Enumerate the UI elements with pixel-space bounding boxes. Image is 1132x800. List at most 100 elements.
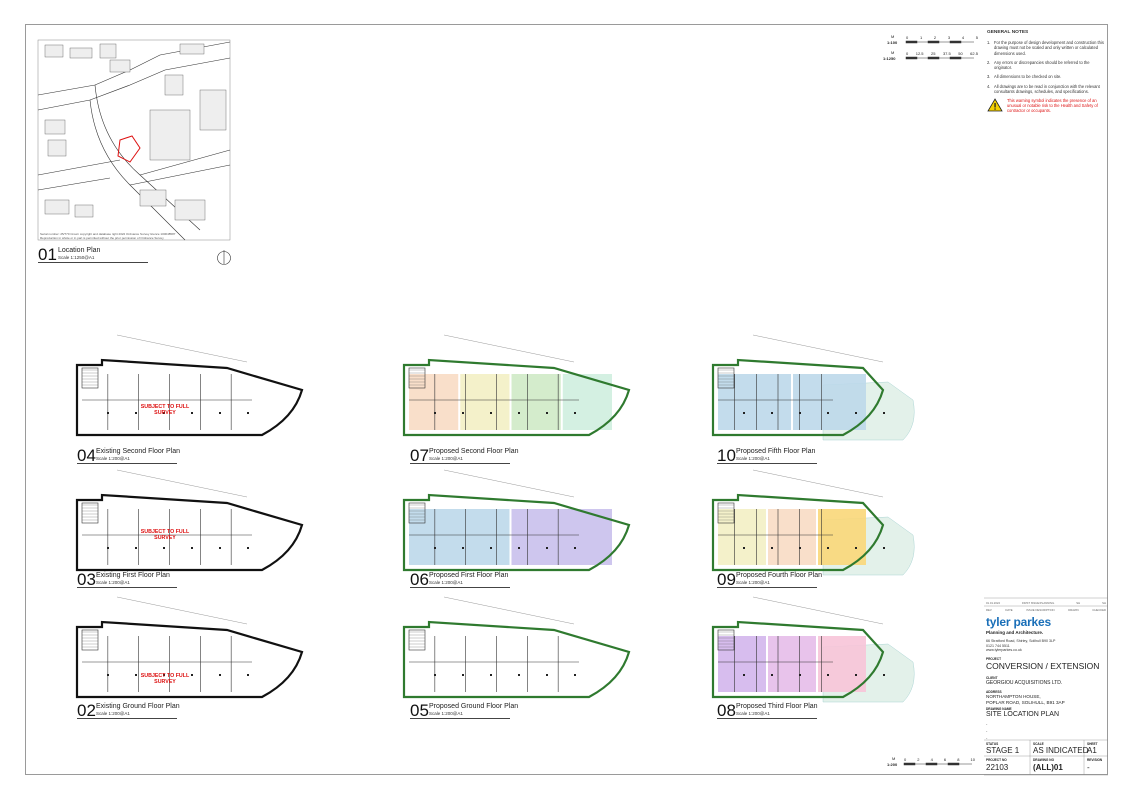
floor-plan-09 — [711, 469, 915, 576]
note-key: 1. — [987, 40, 991, 46]
rev-header: DATE — [1005, 608, 1013, 612]
plan-title-04: Existing Second Floor Plan — [96, 448, 181, 455]
tick: 1 — [919, 35, 923, 40]
floor-plan-05 — [402, 596, 631, 699]
plan-underline — [410, 463, 510, 464]
company-phone: 0121 744 5511 — [986, 643, 1010, 648]
tick: 0 — [906, 51, 909, 56]
plan-number-02: 02 — [77, 701, 96, 720]
sheet-label: SHEET — [1087, 742, 1098, 746]
tick: 8 — [957, 757, 960, 762]
plan-number-03: 03 — [77, 570, 96, 589]
general-notes: GENERAL NOTES 1.For the purpose of desig… — [987, 30, 1105, 114]
unit-zone — [793, 374, 866, 430]
address-label: ADDRESS — [986, 690, 1002, 694]
note-key: 2. — [987, 59, 991, 65]
note-key: 3. — [987, 74, 991, 80]
note-text: All drawings are to be read in conjuncti… — [994, 83, 1100, 94]
site-address-line: POPLAR ROAD, SOLIHULL, B91 3AP — [986, 699, 1065, 705]
plan-title-05: Proposed Ground Floor Plan — [429, 703, 519, 710]
company-tagline: Planning and Architecture. — [986, 630, 1044, 635]
map-copyright-2: Reproduction in whole or in part is perm… — [40, 236, 164, 240]
tick: 5 — [975, 35, 978, 40]
company-address-line: 66 Stratford Road, Shirley, Solihull B90… — [986, 639, 1056, 643]
unit-zone — [511, 374, 561, 430]
dash: - — [986, 728, 988, 734]
site-address: NORTHAMPTON HOUSE, POPLAR ROAD, SOLIHULL… — [986, 694, 1065, 705]
scale-label: SCALE — [1033, 742, 1044, 746]
plan-number-01: 01 — [38, 245, 57, 264]
note-text: All dimensions to be checked on site. — [994, 74, 1062, 80]
plan-number-07: 07 — [410, 446, 429, 465]
dash: - — [986, 735, 988, 741]
drawing-name: SITE LOCATION PLAN — [986, 711, 1059, 718]
unit-zone — [718, 374, 791, 430]
floor-plan-03 — [75, 469, 304, 572]
unit-zone — [511, 509, 612, 565]
company-web: www.tylerparkes.co.uk — [986, 648, 1022, 653]
rev-cell: FIRST ISSUE/PLANNING — [1021, 601, 1055, 605]
project-no: 22103 — [986, 763, 1009, 772]
plan-scale-05: Scale 1:200@A1 — [429, 711, 463, 716]
tick: 2 — [933, 35, 937, 40]
tick: 2 — [917, 757, 920, 762]
survey-note: SUBJECT TO FULL SURVEY — [140, 673, 190, 685]
revision-headers: REV DATE ISSUE DESCRIPTION DRAWN CHECKED — [986, 608, 1106, 612]
unit-zone — [409, 374, 459, 430]
plan-number-05: 05 — [410, 701, 429, 720]
plan-scale-07: Scale 1:200@A1 — [429, 456, 463, 461]
tick: 62.5 — [970, 51, 978, 56]
company-address: 66 Stratford Road, Shirley, Solihull B90… — [986, 639, 1055, 653]
note-text: Any errors or discrepancies should be re… — [994, 59, 1090, 71]
plan-scale-06: Scale 1:200@A1 — [429, 580, 463, 585]
plan-number-08: 08 — [717, 701, 736, 720]
plan-scale-08: Scale 1:200@A1 — [736, 711, 770, 716]
warning-triangle-icon — [987, 98, 1003, 112]
plan-underline — [77, 463, 177, 464]
project-name: CONVERSION / EXTENSION — [986, 661, 1100, 671]
scale-ratio-200: 1:200 — [887, 762, 898, 767]
status-label: STATUS — [986, 742, 999, 746]
rev-header: DRAWN — [1068, 608, 1079, 612]
tick: 50 — [958, 51, 963, 56]
scale-unit-mid: M — [891, 50, 895, 55]
floor-plan-08 — [711, 596, 915, 703]
plan-title-03: Existing First Floor Plan — [96, 572, 170, 579]
tick: 3 — [947, 35, 951, 40]
warning-note: This warning symbol indicates the presen… — [987, 98, 1105, 114]
note-item: 4.All drawings are to be read in conjunc… — [987, 84, 1105, 94]
project-label: PROJECT — [986, 657, 1002, 661]
dash: - — [986, 721, 988, 726]
rev-header: REV — [986, 608, 992, 612]
plan-underline — [410, 587, 510, 588]
status-value: STAGE 1 — [986, 746, 1020, 755]
plan-underline — [717, 463, 817, 464]
note-item: 3.All dimensions to be checked on site. — [987, 74, 1105, 79]
plan-underline — [77, 587, 177, 588]
survey-note: SUBJECT TO FULL SURVEY — [140, 404, 190, 416]
plan-number-10: 10 — [717, 446, 736, 465]
plan-number-09: 09 — [717, 570, 736, 589]
rev-header: CHECKED — [1092, 608, 1106, 612]
plan-scale-04: Scale 1:200@A1 — [96, 456, 130, 461]
unit-zone — [818, 636, 866, 692]
unit-zone — [768, 636, 816, 692]
scale-ratio-100: 1:100 — [887, 40, 898, 45]
rev-cell: 01.01.2022 — [986, 601, 1000, 605]
general-notes-heading: GENERAL NOTES — [987, 30, 1029, 35]
plan-scale-03: Scale 1:200@A1 — [96, 580, 130, 585]
drawing-no: (ALL)01 — [1033, 763, 1063, 772]
project-no-label: PROJECT NO — [986, 758, 1007, 762]
floor-plan-06 — [402, 469, 631, 572]
rev-header: ISSUE DESCRIPTION — [1026, 608, 1055, 612]
drawing-sheet — [25, 24, 1108, 775]
plan-scale-09: Scale 1:200@A1 — [736, 580, 770, 585]
scale-value: AS INDICATED — [1033, 746, 1089, 755]
tick: 4 — [930, 757, 933, 762]
note-item: 2.Any errors or discrepancies should be … — [987, 60, 1105, 70]
tick: 10 — [970, 757, 975, 762]
